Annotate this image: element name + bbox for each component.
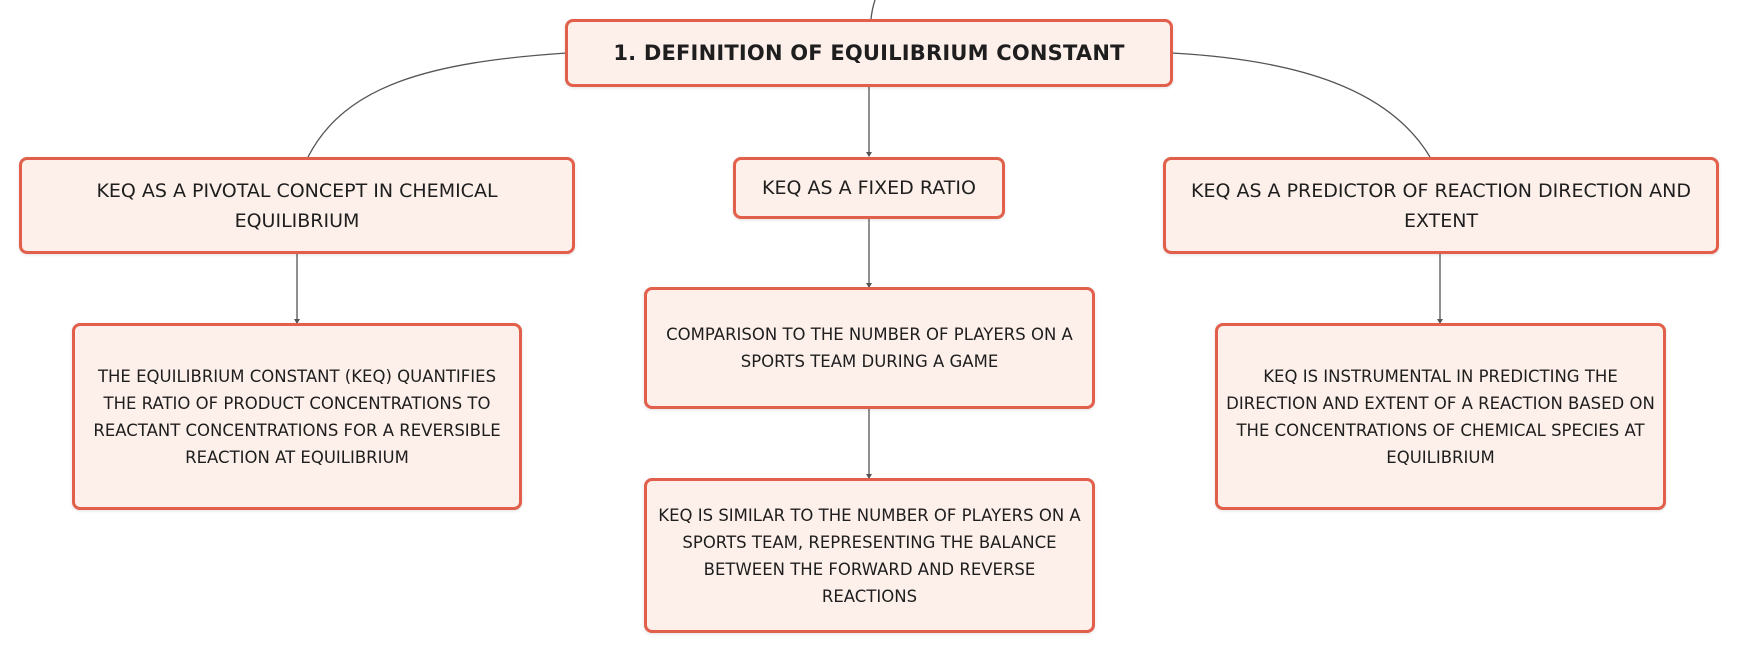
arrow-tip-instrumental — [1437, 319, 1443, 324]
leaf-node-keq-definition[interactable]: THE EQUILIBRIUM CONSTANT (KEQ) QUANTIFIE… — [72, 323, 522, 510]
leaf-node-text: KEQ IS SIMILAR TO THE NUMBER OF PLAYERS … — [658, 505, 1081, 606]
connector-root-to-branch-predictor — [1171, 52, 1431, 158]
branch-node-predictor[interactable]: KEQ AS A PREDICTOR OF REACTION DIRECTION… — [1163, 157, 1719, 254]
root-node-label: 1. DEFINITION OF EQUILIBRIUM CONSTANT — [613, 41, 1125, 65]
arrow-tip-comparison — [866, 283, 872, 288]
branch-node-label: KEQ AS A PIVOTAL CONCEPT IN CHEMICAL EQU… — [96, 179, 498, 232]
leaf-node-text: THE EQUILIBRIUM CONSTANT (KEQ) QUANTIFIE… — [93, 366, 501, 467]
root-node[interactable]: 1. DEFINITION OF EQUILIBRIUM CONSTANT — [565, 19, 1173, 87]
leaf-node-text: COMPARISON TO THE NUMBER OF PLAYERS ON A… — [666, 325, 1073, 371]
connector-parent-to-root — [870, 0, 876, 20]
arrow-tip-similarity — [866, 474, 872, 479]
leaf-node-text: KEQ IS INSTRUMENTAL IN PREDICTING THE DI… — [1226, 366, 1655, 467]
branch-node-label: KEQ AS A FIXED RATIO — [762, 177, 976, 199]
connector-root-to-branch-pivotal — [307, 52, 568, 158]
arrow-tip-fixed-ratio — [866, 152, 872, 157]
branch-node-label: KEQ AS A PREDICTOR OF REACTION DIRECTION… — [1190, 179, 1691, 232]
branch-node-fixed-ratio[interactable]: KEQ AS A FIXED RATIO — [733, 157, 1005, 219]
arrow-tip-definition — [294, 319, 300, 324]
leaf-node-reaction-prediction[interactable]: KEQ IS INSTRUMENTAL IN PREDICTING THE DI… — [1215, 323, 1666, 510]
leaf-node-sports-team-comparison[interactable]: COMPARISON TO THE NUMBER OF PLAYERS ON A… — [644, 287, 1095, 409]
leaf-node-sports-team-balance[interactable]: KEQ IS SIMILAR TO THE NUMBER OF PLAYERS … — [644, 478, 1095, 633]
branch-node-pivotal-concept[interactable]: KEQ AS A PIVOTAL CONCEPT IN CHEMICAL EQU… — [19, 157, 575, 254]
